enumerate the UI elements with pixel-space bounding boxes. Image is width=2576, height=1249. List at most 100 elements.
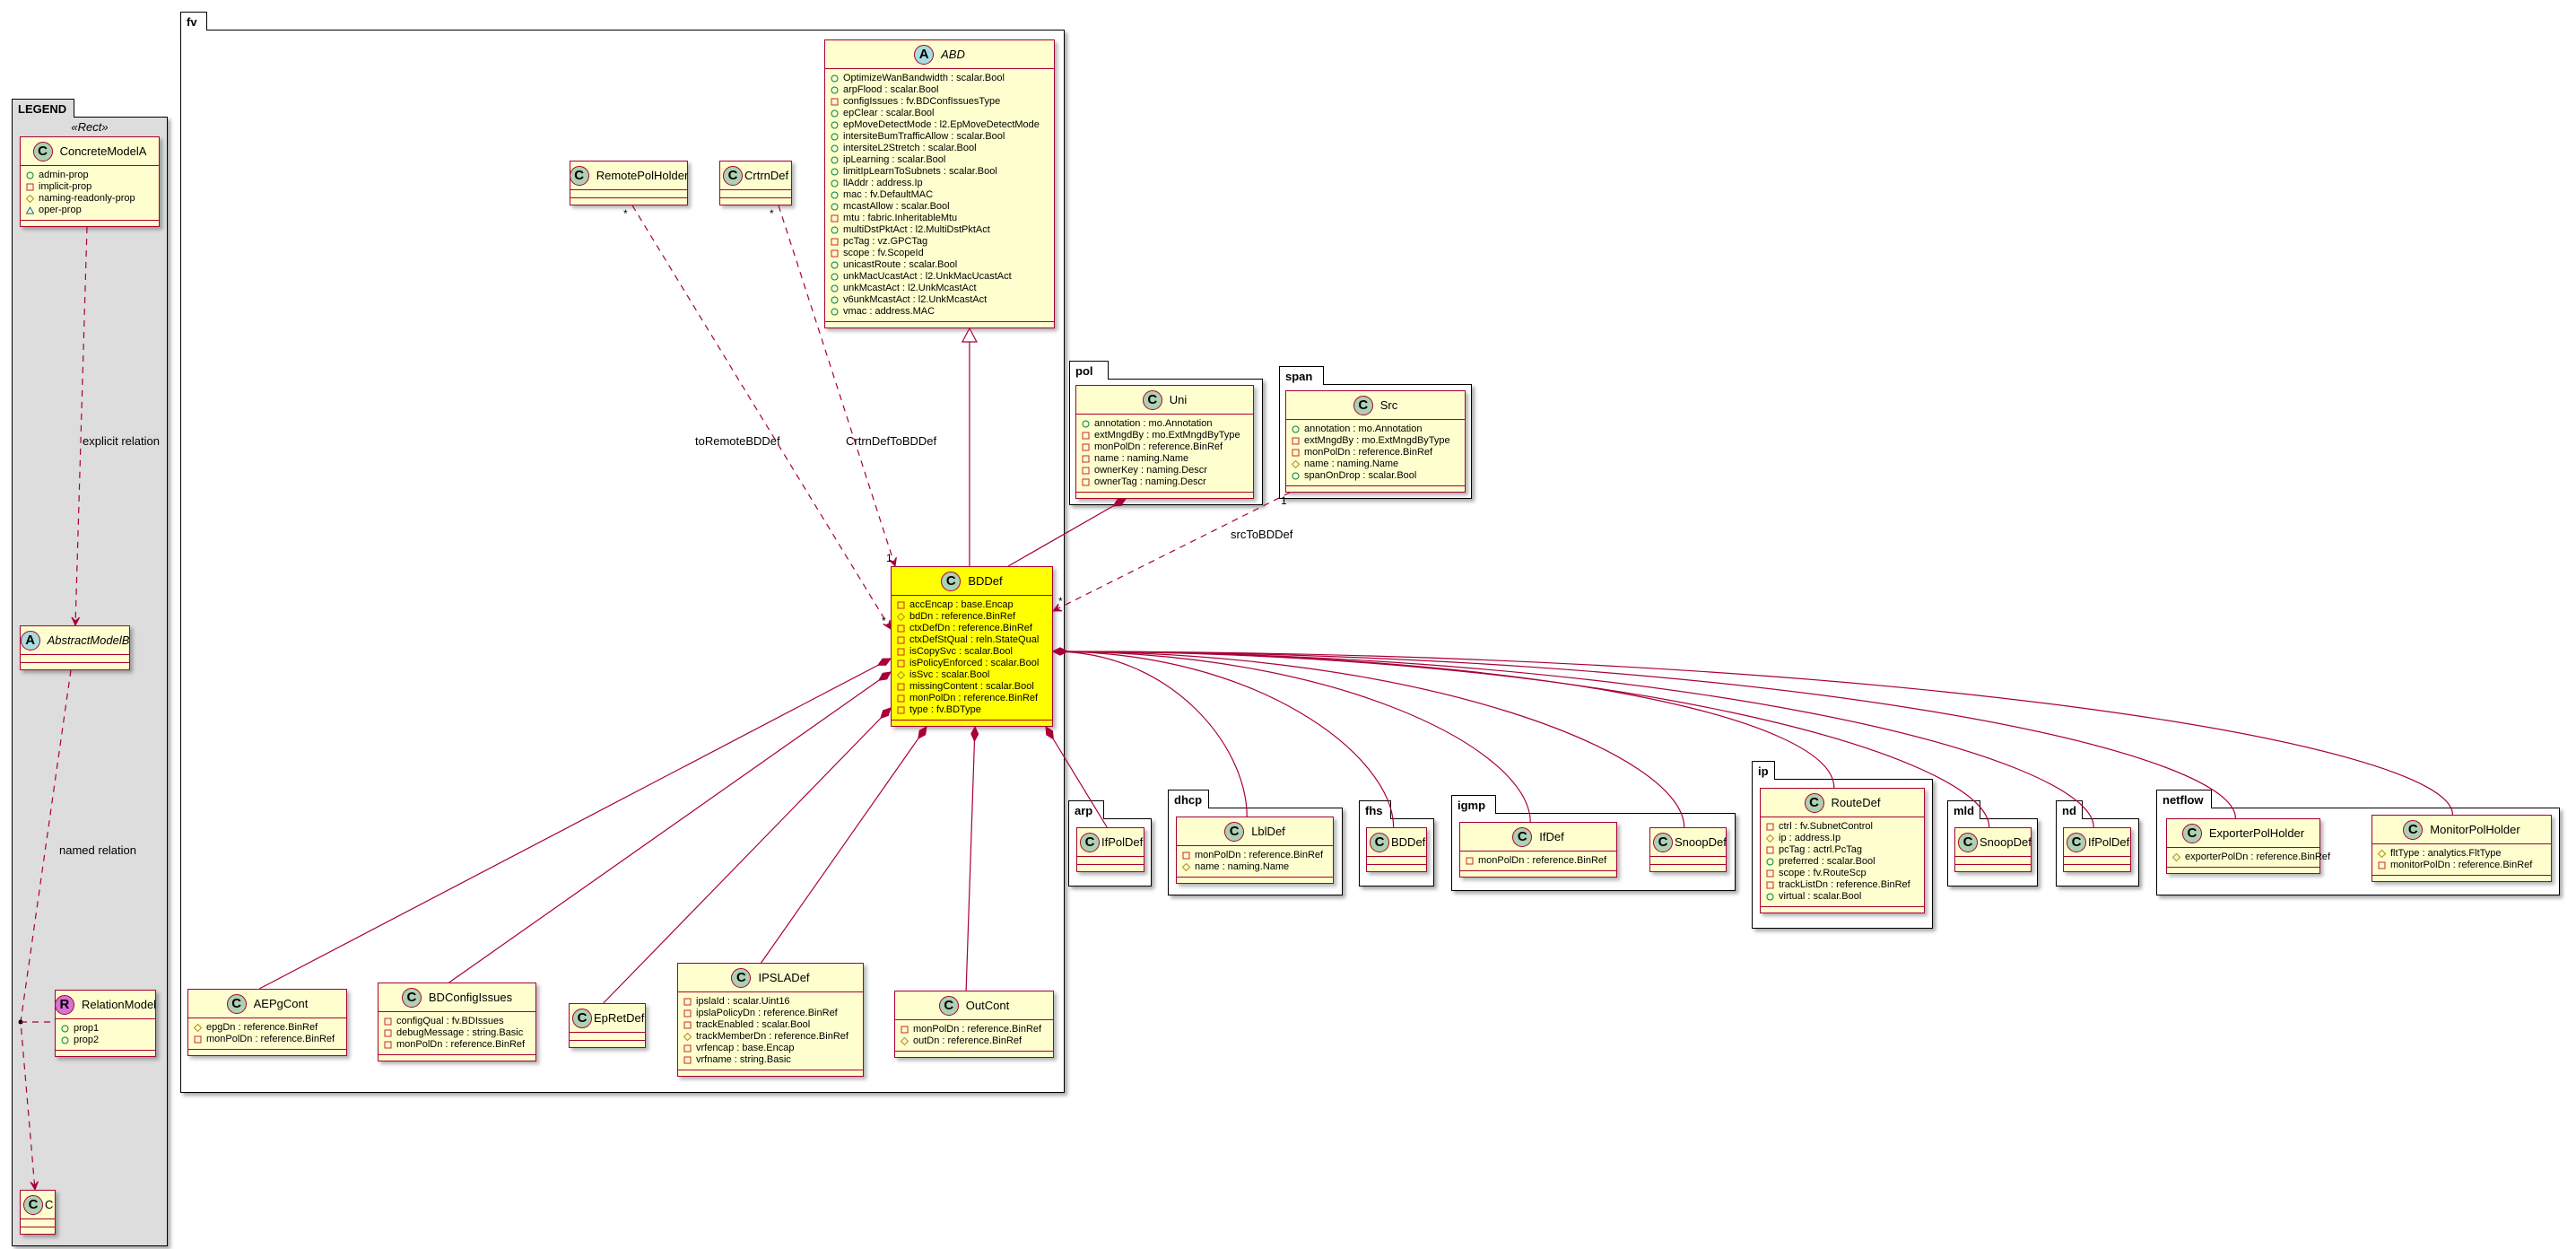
attribute: type : fv.BDType <box>897 704 1047 716</box>
class-icon: C <box>2403 819 2424 840</box>
composition-diamond-icon <box>1051 647 1069 656</box>
public-circle-icon <box>1082 420 1090 428</box>
package-tab-fv: fv <box>180 12 207 31</box>
private-square-icon <box>1766 823 1774 831</box>
attribute: pcTag : vz.GPCTag <box>831 236 1049 248</box>
attribute-text: admin-prop <box>39 170 89 180</box>
composition-line <box>448 671 892 983</box>
protected-diamond-icon <box>897 671 905 679</box>
attribute-text: annotation : mo.Annotation <box>1094 418 1213 429</box>
attribute: scope : fv.ScopeId <box>831 248 1049 259</box>
package-name: LEGEND <box>18 102 67 116</box>
public-circle-icon <box>831 273 839 281</box>
class-icon: C <box>401 987 422 1008</box>
attribute-text: monPolDn : reference.BinRef <box>1195 850 1324 860</box>
relation-label: named relation <box>59 843 136 857</box>
class-name: Src <box>1379 398 1398 412</box>
private-square-icon <box>683 1009 692 1018</box>
attribute: annotation : mo.Annotation <box>1082 418 1248 430</box>
attribute-text: oper-prop <box>39 205 82 215</box>
private-square-icon <box>831 249 839 258</box>
empty-compartment <box>1367 857 1426 865</box>
attribute-text: unkMacUcastAct : l2.UnkMacUcastAct <box>843 271 1012 282</box>
inheritance-triangle-icon <box>961 327 978 343</box>
dependency-line <box>631 205 892 630</box>
composition-line <box>1045 726 1108 828</box>
attribute-text: accEncap : base.Encap <box>909 599 1014 610</box>
attribute: monPolDn : reference.BinRef <box>1082 441 1248 453</box>
public-circle-icon <box>831 284 839 293</box>
attribute-text: debugMessage : string.Basic <box>396 1027 524 1038</box>
multiplicity-label: 1 <box>886 552 892 564</box>
attribute: monPolDn : reference.BinRef <box>194 1034 341 1045</box>
attribute: naming-readonly-prop <box>26 193 153 205</box>
attribute-text: vmac : address.MAC <box>843 306 936 317</box>
empty-compartment <box>1077 857 1144 865</box>
package-tab-pol: pol <box>1069 361 1109 380</box>
public-circle-icon <box>831 74 839 83</box>
attribute: ctxDefStQual : reln.StateQual <box>897 634 1047 646</box>
composition-line <box>1052 651 1531 823</box>
private-square-icon <box>897 659 905 668</box>
arrowhead-icon <box>888 556 897 568</box>
protected-diamond-icon <box>26 195 34 203</box>
composition-diamond-icon <box>918 726 927 740</box>
attribute-text: ownerKey : naming.Descr <box>1094 465 1207 476</box>
empty-compartment <box>720 190 791 198</box>
attribute-text: ip : address.Ip <box>1779 833 1841 843</box>
relation-label: explicit relation <box>83 434 160 448</box>
class-name: CrtrnDef <box>744 169 789 182</box>
attribute: unkMcastAct : l2.UnkMcastAct <box>831 283 1049 294</box>
private-square-icon <box>1292 437 1300 445</box>
class-name: SnoopDef <box>1980 835 2032 849</box>
private-square-icon <box>194 1035 202 1044</box>
attribute-text: intersiteL2Stretch : scalar.Bool <box>843 143 977 153</box>
class-name: ABD <box>941 48 965 61</box>
attribute-text: scope : fv.ScopeId <box>843 248 924 258</box>
public-circle-icon <box>831 156 839 164</box>
attribute-text: ownerTag : naming.Descr <box>1094 476 1206 487</box>
empty-compartment <box>1650 857 1726 865</box>
composition-line <box>258 658 892 990</box>
attribute: ctrl : fv.SubnetControl <box>1766 821 1919 833</box>
attribute: scope : fv.RouteScp <box>1766 868 1919 879</box>
attribute-text: arpFlood : scalar.Bool <box>843 84 939 95</box>
attribute-text: ipslaPolicyDn : reference.BinRef <box>696 1008 838 1018</box>
package-name: fv <box>187 15 197 29</box>
attribute: monitorPolDn : reference.BinRef <box>2378 860 2546 871</box>
attribute: isSvc : scalar.Bool <box>897 669 1047 681</box>
